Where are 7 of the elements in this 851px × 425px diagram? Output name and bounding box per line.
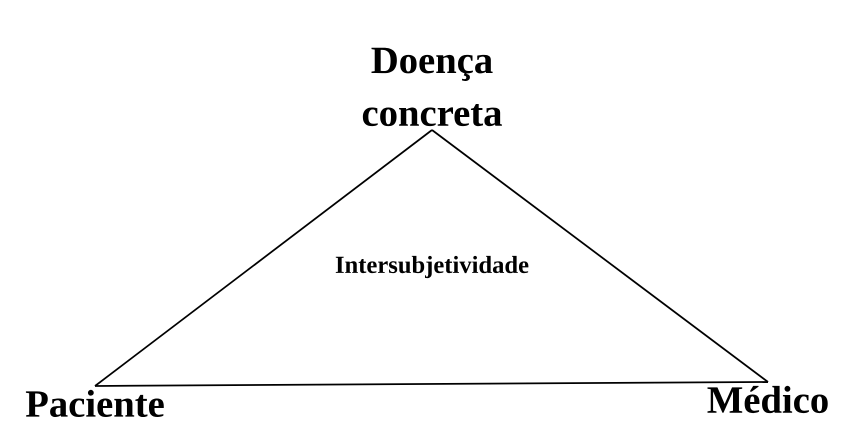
triangle-side [94,129,433,387]
area-label: Intersubjetividade [336,256,528,278]
vertex-label: Médico [707,386,828,414]
triangle-side [431,129,769,383]
vertex-label: Doença concreta [362,48,502,126]
triangle-side [95,381,768,387]
vertex-label: Paciente [26,390,164,418]
